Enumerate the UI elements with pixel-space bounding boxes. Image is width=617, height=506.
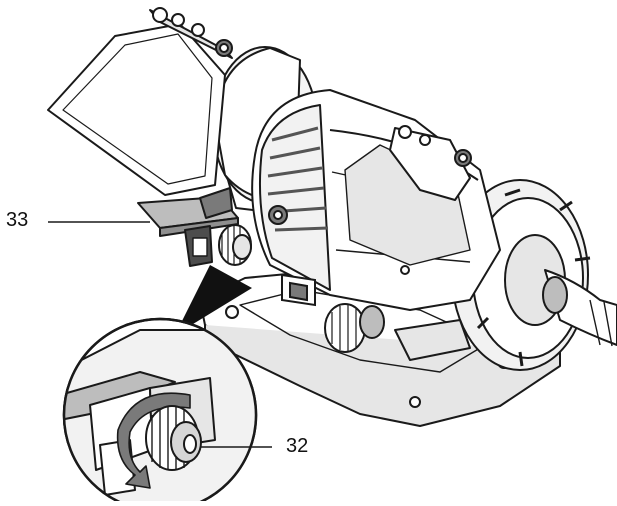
callout-label-33: 33 [6, 209, 29, 231]
eye-shield-right [389, 125, 472, 201]
tool-rest-33 [137, 187, 252, 267]
rocker-switch-icon [281, 273, 316, 307]
detail-magnifier [62, 317, 258, 506]
curved-arrow-icon [116, 392, 191, 489]
eye-shield-left [47, 7, 233, 196]
right-wheel-assembly [451, 179, 617, 371]
tool-rest-right [324, 303, 471, 361]
detail-pointer [175, 265, 252, 335]
callout-label-32: 32 [286, 435, 309, 457]
